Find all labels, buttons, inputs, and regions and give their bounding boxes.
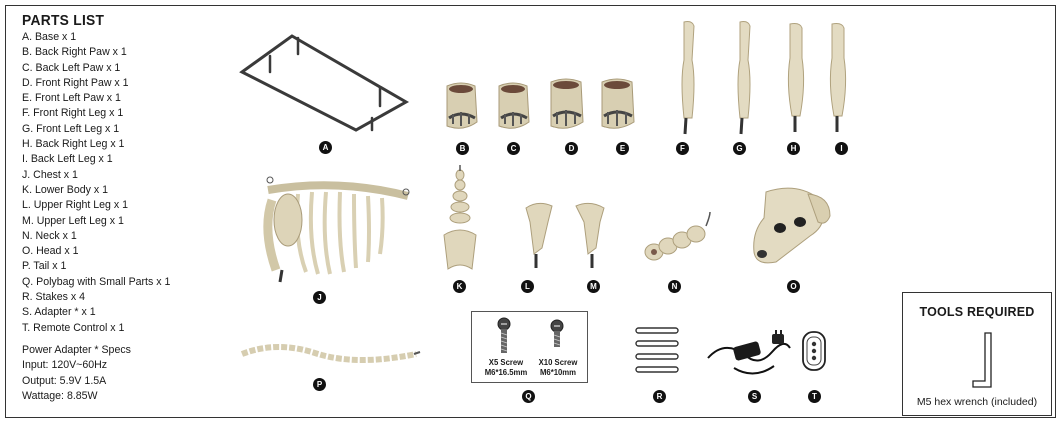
tools-required-box: TOOLS REQUIRED M5 hex wrench (included) — [902, 292, 1052, 416]
label-s-badge: S — [748, 390, 761, 403]
upper-right-leg-image — [525, 202, 553, 268]
back-left-paw-image — [498, 82, 530, 129]
adapter-specs-title: Power Adapter * Specs — [22, 343, 131, 356]
list-item: C. Back Left Paw x 1 — [22, 61, 121, 74]
adapter-spec-line: Output: 5.9V 1.5A — [22, 374, 107, 387]
label-h-badge: H — [787, 142, 800, 155]
list-item: K. Lower Body x 1 — [22, 183, 108, 196]
stakes-image — [635, 327, 679, 373]
neck-image — [644, 211, 711, 261]
label-b-badge: B — [456, 142, 469, 155]
chest-image — [263, 176, 410, 283]
list-item: H. Back Right Leg x 1 — [22, 138, 125, 151]
label-p-badge: P — [313, 378, 326, 391]
hex-wrench-icon — [972, 332, 992, 388]
screw-x5-count: X5 Screw — [488, 357, 524, 367]
parts-list-panel: PARTS LIST A. Base x 1 B. Back Right Paw… — [22, 12, 242, 404]
back-right-leg-image — [787, 23, 805, 132]
list-item: G. Front Left Leg x 1 — [22, 122, 120, 135]
list-item: Q. Polybag with Small Parts x 1 — [22, 275, 171, 288]
screw-x10-icon — [550, 319, 564, 347]
list-item: L. Upper Right Leg x 1 — [22, 199, 129, 212]
list-item: E. Front Left Paw x 1 — [22, 92, 121, 105]
tools-required-caption: M5 hex wrench (included) — [916, 396, 1038, 408]
label-a-badge: A — [319, 141, 332, 154]
label-r-badge: R — [653, 390, 666, 403]
label-n-badge: N — [668, 280, 681, 293]
list-item: P. Tail x 1 — [22, 260, 67, 273]
label-c-badge: C — [507, 142, 520, 155]
front-right-paw-image — [550, 78, 584, 129]
label-o-badge: O — [787, 280, 800, 293]
list-item: S. Adapter * x 1 — [22, 306, 96, 319]
list-item: M. Upper Left Leg x 1 — [22, 214, 124, 227]
tools-required-title: TOOLS REQUIRED — [919, 305, 1035, 319]
list-item: J. Chest x 1 — [22, 168, 78, 181]
instruction-sheet-frame — [5, 5, 1056, 418]
adapter-spec-line: Input: 120V~60Hz — [22, 359, 108, 372]
polybag-small-parts: X5 Screw M6*16.5mm X10 Screw M6*10mm — [471, 311, 588, 383]
list-item: A. Base x 1 — [22, 31, 77, 43]
list-item: F. Front Right Leg x 1 — [22, 107, 124, 120]
adapter-specs: Power Adapter * Specs Input: 120V~60Hz O… — [22, 343, 242, 404]
lower-body-image — [443, 165, 477, 270]
label-j-badge: J — [313, 291, 326, 304]
screw-x5-label: X5 Screw M6*16.5mm — [479, 357, 533, 377]
front-left-paw-image — [601, 78, 635, 129]
base-frame-image — [239, 34, 410, 132]
front-left-leg-image — [737, 21, 751, 135]
parts-list-title: PARTS LIST — [22, 12, 105, 29]
label-k-badge: K — [453, 280, 466, 293]
screw-x10-count: X10 Screw — [538, 357, 578, 367]
back-right-paw-image — [446, 82, 478, 129]
adapter-image — [707, 330, 791, 375]
label-g-badge: G — [733, 142, 746, 155]
list-item: I. Back Left Leg x 1 — [22, 153, 113, 166]
label-f-badge: F — [676, 142, 689, 155]
label-t-badge: T — [808, 390, 821, 403]
label-i-badge: I — [835, 142, 848, 155]
screw-x5-icon — [497, 317, 511, 353]
adapter-spec-line: Wattage: 8.85W — [22, 389, 98, 402]
head-image — [753, 187, 831, 264]
front-right-leg-image — [681, 21, 695, 135]
label-e-badge: E — [616, 142, 629, 155]
list-item: T. Remote Control x 1 — [22, 321, 125, 334]
list-item: D. Front Right Paw x 1 — [22, 76, 129, 89]
list-item: O. Head x 1 — [22, 245, 79, 258]
label-m-badge: M — [587, 280, 600, 293]
screw-x10-label: X10 Screw M6*10mm — [531, 357, 585, 377]
screw-x10-size: M6*10mm — [539, 367, 577, 377]
list-item: B. Back Right Paw x 1 — [22, 46, 127, 59]
back-left-leg-image — [829, 23, 847, 132]
label-l-badge: L — [521, 280, 534, 293]
tail-image — [240, 344, 421, 363]
label-q-badge: Q — [522, 390, 535, 403]
upper-left-leg-image — [575, 202, 605, 268]
list-item: R. Stakes x 4 — [22, 291, 86, 304]
screw-x5-size: M6*16.5mm — [484, 367, 528, 377]
list-item: N. Neck x 1 — [22, 229, 77, 242]
remote-control-image — [802, 331, 826, 371]
parts-list: A. Base x 1 B. Back Right Paw x 1 C. Bac… — [22, 30, 242, 336]
label-d-badge: D — [565, 142, 578, 155]
